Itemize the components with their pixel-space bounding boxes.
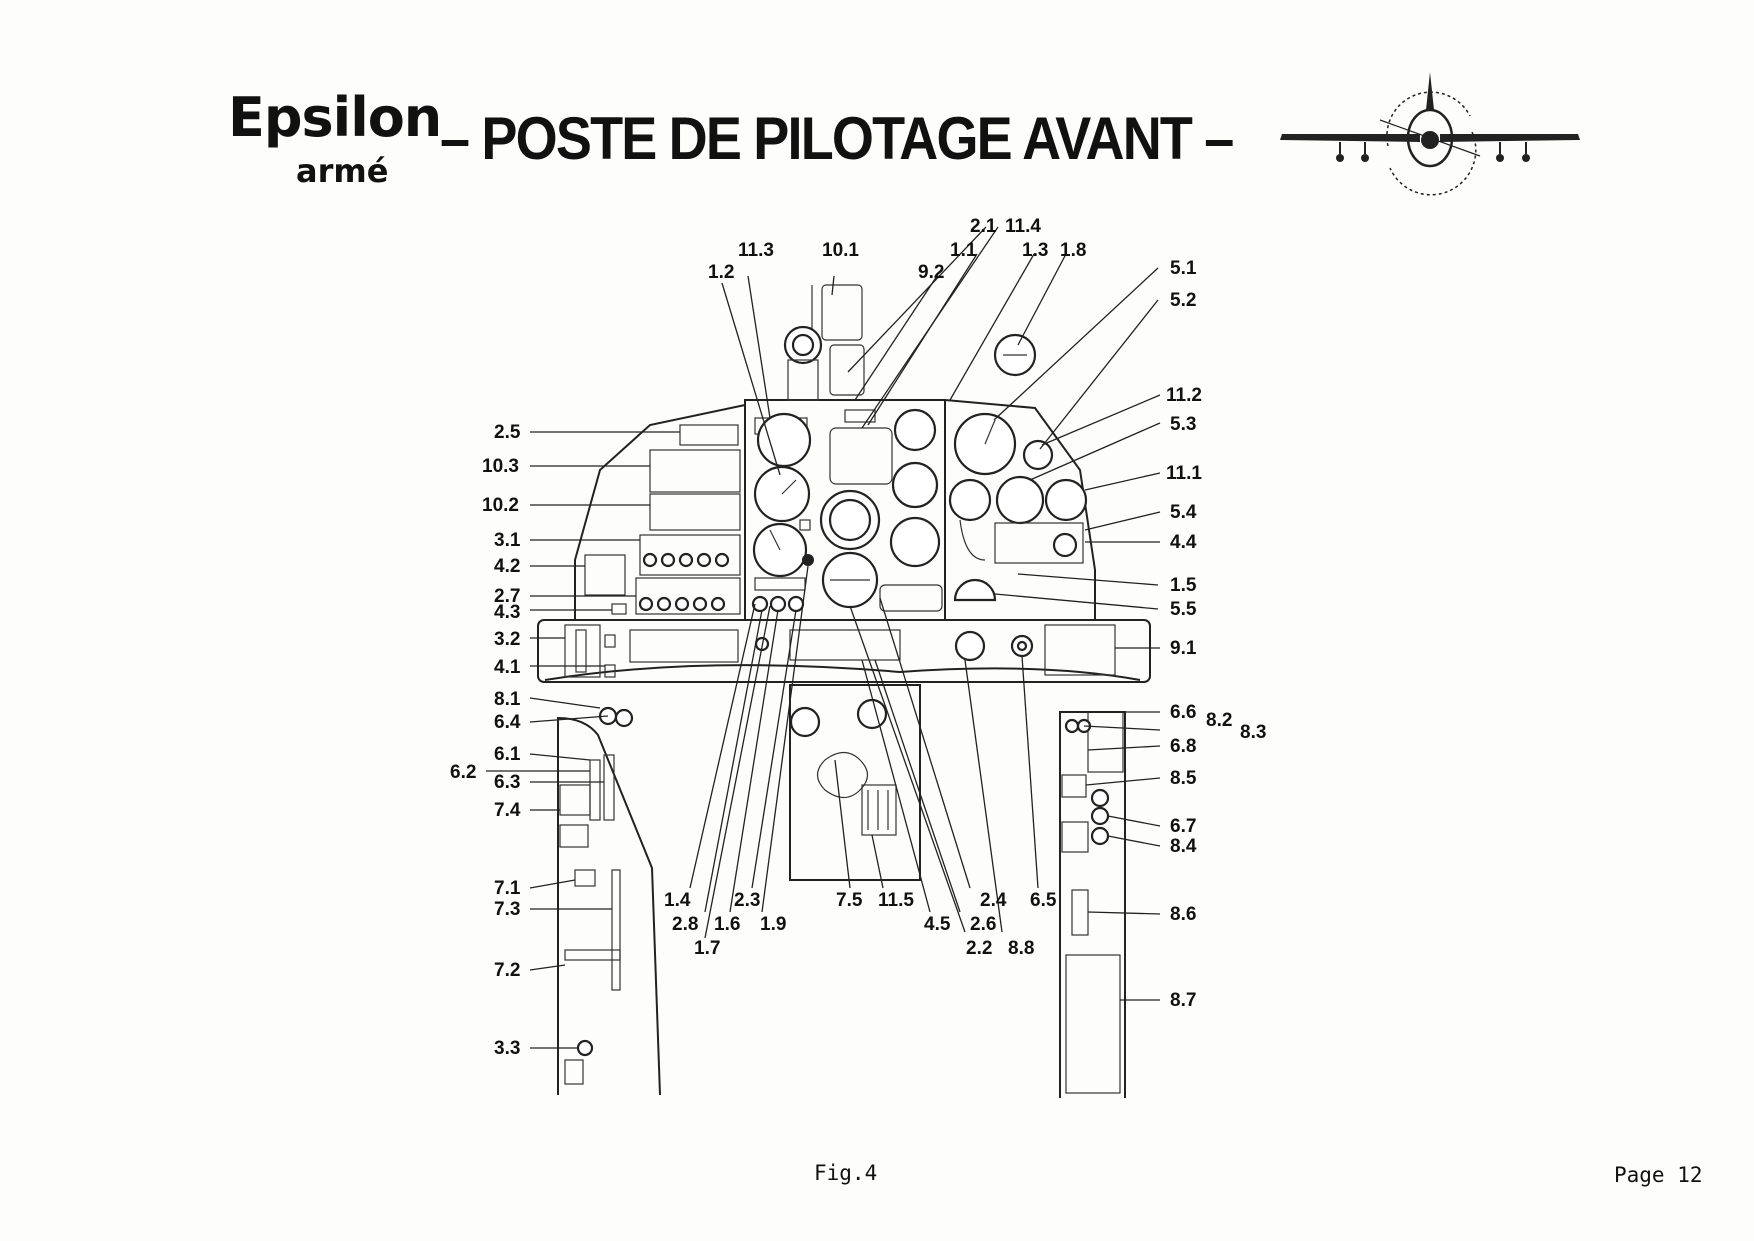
callout-5-4: 5.4 — [1170, 502, 1197, 523]
callout-4-2: 4.2 — [494, 556, 520, 577]
callout-11-4: 11.4 — [1005, 216, 1041, 237]
callout-6-2: 6.2 — [450, 762, 476, 783]
callout-7-2: 7.2 — [494, 960, 520, 981]
callout-7-3: 7.3 — [494, 899, 520, 920]
callout-11-2: 11.2 — [1166, 385, 1202, 406]
callout-1-6: 1.6 — [714, 914, 740, 935]
callout-10-3: 10.3 — [482, 456, 519, 477]
callout-2-8: 2.8 — [672, 914, 698, 935]
callout-3-1: 3.1 — [494, 530, 521, 551]
callout-7-5: 7.5 — [836, 890, 863, 911]
callout-11-1: 11.1 — [1166, 463, 1202, 484]
callout-1-5: 1.5 — [1170, 575, 1197, 596]
callout-2-1: 2.1 — [970, 216, 997, 237]
standby-instruments — [783, 284, 1037, 401]
callout-4-4: 4.4 — [1170, 532, 1197, 553]
callout-8-5: 8.5 — [1170, 768, 1197, 789]
callout-8-4: 8.4 — [1170, 836, 1197, 857]
callout-3-2: 3.2 — [494, 629, 520, 650]
callout-6-5: 6.5 — [1030, 890, 1057, 911]
callout-6-8: 6.8 — [1170, 736, 1196, 757]
callout-1-8: 1.8 — [1060, 240, 1086, 261]
callout-2-2: 2.2 — [966, 938, 992, 959]
callout-2-3: 2.3 — [734, 890, 760, 911]
callout-10-2: 10.2 — [482, 495, 519, 516]
callout-6-4: 6.4 — [494, 712, 521, 733]
callout-1-9: 1.9 — [760, 914, 786, 935]
callout-6-6: 6.6 — [1170, 702, 1196, 723]
callout-8-2: 8.2 — [1206, 710, 1232, 731]
callout-5-1: 5.1 — [1170, 258, 1197, 279]
brand-subtitle: armé — [296, 152, 389, 190]
right-console — [1059, 711, 1126, 1098]
callout-8-6: 8.6 — [1170, 904, 1196, 925]
callout-1-1: 1.1 — [950, 240, 977, 261]
callout-7-1: 7.1 — [494, 878, 521, 899]
center-pedestal — [789, 698, 897, 836]
page-number: Page 12 — [1614, 1163, 1703, 1187]
lower-panel-strip — [564, 624, 1116, 678]
flight-instruments — [751, 408, 943, 613]
engine-instruments — [948, 412, 1088, 602]
callout-8-1: 8.1 — [494, 689, 521, 710]
left-panel-modules — [584, 424, 741, 615]
callout-6-1: 6.1 — [494, 744, 521, 765]
callout-3-3: 3.3 — [494, 1038, 520, 1059]
callout-2-7: 2.7 — [494, 586, 520, 607]
callout-1-3: 1.3 — [1022, 240, 1048, 261]
left-console — [557, 706, 661, 1096]
callout-1-2: 1.2 — [708, 262, 734, 283]
callout-11-3: 11.3 — [738, 240, 774, 261]
callout-10-1: 10.1 — [822, 240, 859, 261]
figure-caption: Fig.4 — [814, 1161, 878, 1185]
callout-2-4: 2.4 — [980, 890, 1007, 911]
callout-11-5: 11.5 — [878, 890, 914, 911]
callout-labels: 11.3 10.1 1.2 2.1 11.4 1.1 1.3 1.8 9.2 5… — [450, 216, 1266, 1059]
callout-8-7: 8.7 — [1170, 990, 1196, 1011]
callout-9-1: 9.1 — [1170, 638, 1197, 659]
aircraft-front-icon — [1280, 72, 1580, 196]
callout-1-7: 1.7 — [694, 938, 720, 959]
callout-4-5: 4.5 — [924, 914, 951, 935]
callout-5-3: 5.3 — [1170, 414, 1196, 435]
callout-4-3: 4.3 — [494, 602, 520, 623]
callout-6-7: 6.7 — [1170, 816, 1196, 837]
callout-8-3: 8.3 — [1240, 722, 1266, 743]
callout-9-2: 9.2 — [918, 262, 944, 283]
callout-2-5: 2.5 — [494, 422, 521, 443]
callout-6-3: 6.3 — [494, 772, 520, 793]
instrument-panel — [537, 398, 1151, 881]
page-title: – POSTE DE PILOTAGE AVANT – — [440, 105, 1234, 172]
callout-4-1: 4.1 — [494, 657, 521, 678]
callout-1-4: 1.4 — [664, 890, 691, 911]
callout-7-4: 7.4 — [494, 800, 521, 821]
callout-5-2: 5.2 — [1170, 290, 1196, 311]
leader-lines — [486, 226, 1161, 1049]
brand-logo: Epsilon — [228, 86, 442, 149]
callout-8-8: 8.8 — [1008, 938, 1034, 959]
callout-2-6: 2.6 — [970, 914, 996, 935]
callout-5-5: 5.5 — [1170, 599, 1197, 620]
